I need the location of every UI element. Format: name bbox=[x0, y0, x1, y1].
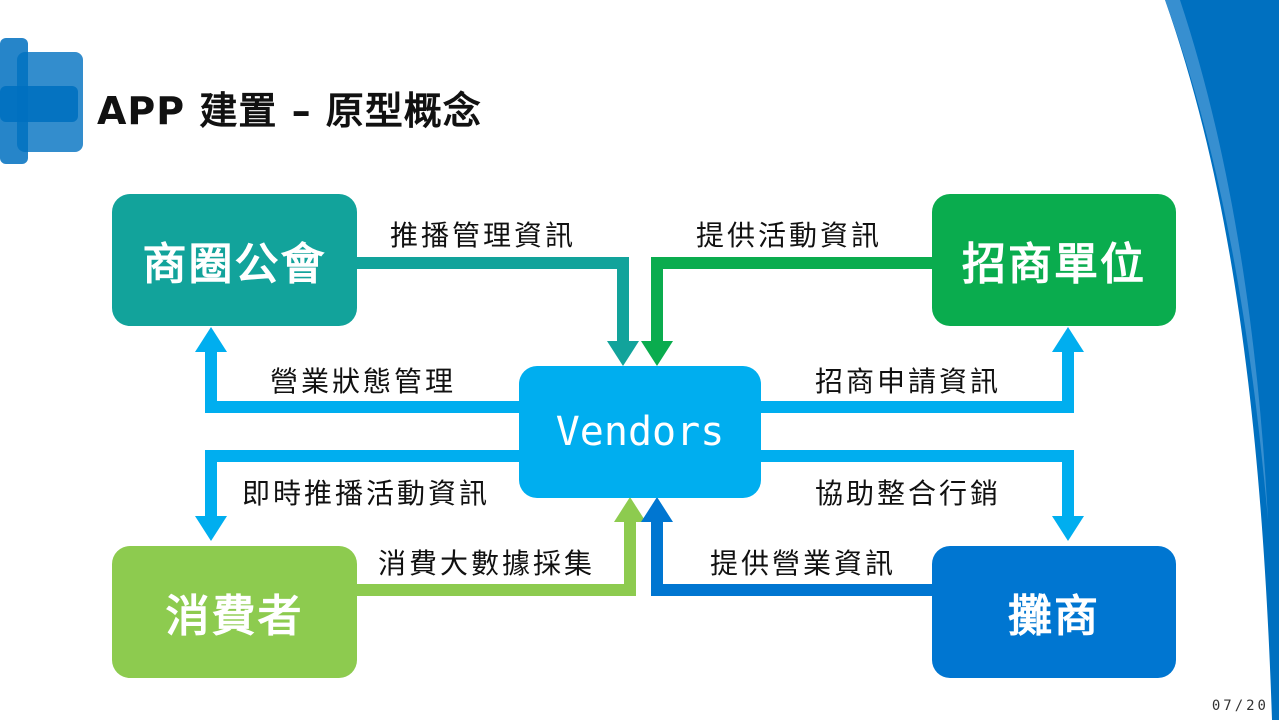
label-business-status: 營業狀態管理 bbox=[270, 365, 457, 398]
arrow-vendors-to-merchant-unit bbox=[761, 327, 1084, 413]
page-number: 07/20 bbox=[1211, 698, 1269, 714]
arrow-vendors-to-stall bbox=[761, 450, 1084, 541]
node-association: 商圈公會 bbox=[112, 194, 357, 326]
plus-logo-icon bbox=[0, 38, 83, 164]
label-realtime-push: 即時推播活動資訊 bbox=[242, 477, 491, 510]
slide-title: APP 建置 – 原型概念 bbox=[97, 89, 482, 133]
blue-corner-swoosh bbox=[1165, 0, 1279, 720]
label-provide-events: 提供活動資訊 bbox=[696, 219, 883, 252]
arrow-consumer-to-vendors bbox=[357, 497, 646, 596]
node-merchant-unit: 招商單位 bbox=[932, 194, 1176, 326]
label-provide-business: 提供營業資訊 bbox=[710, 547, 897, 580]
arrow-merchant-unit-to-vendors bbox=[641, 257, 932, 366]
label-merchant-application: 招商申請資訊 bbox=[815, 365, 1002, 398]
node-consumer: 消費者 bbox=[112, 546, 357, 678]
label-assist-marketing: 協助整合行銷 bbox=[815, 477, 1002, 510]
arrow-stall-to-vendors bbox=[641, 497, 932, 596]
node-stall: 攤商 bbox=[932, 546, 1176, 678]
arrow-association-to-vendors bbox=[357, 257, 639, 366]
label-consumer-bigdata: 消費大數據採集 bbox=[378, 547, 596, 580]
arrow-vendors-to-association bbox=[195, 327, 519, 413]
node-vendors: Vendors bbox=[519, 366, 761, 498]
label-push-management: 推播管理資訊 bbox=[390, 219, 577, 252]
arrow-vendors-to-consumer bbox=[195, 450, 519, 541]
